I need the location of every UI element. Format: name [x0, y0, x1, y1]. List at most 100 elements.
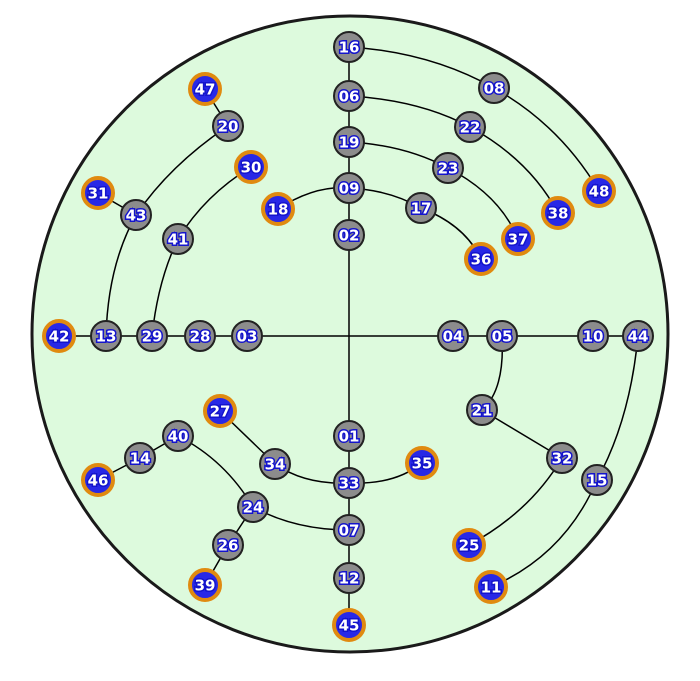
- node-label: 05: [492, 328, 513, 346]
- node-label: 11: [481, 579, 502, 597]
- node-20: 20: [212, 110, 244, 142]
- node-circle: [478, 72, 510, 104]
- node-32: 32: [546, 442, 578, 474]
- node-circle: [332, 608, 366, 642]
- node-circle: [212, 110, 244, 142]
- node-label: 42: [49, 328, 70, 346]
- edge-16-08: [348, 46, 495, 89]
- leaf-node-45: 45: [332, 608, 366, 642]
- node-label: 41: [168, 231, 189, 249]
- node-19: 19: [333, 126, 365, 158]
- node-circle: [333, 172, 365, 204]
- node-circle: [501, 222, 535, 256]
- node-circle: [212, 529, 244, 561]
- node-label: 27: [210, 403, 231, 421]
- leaf-node-42: 42: [42, 319, 76, 353]
- node-circle: [333, 562, 365, 594]
- leaf-node-18: 18: [261, 192, 295, 226]
- leaf-node-25: 25: [452, 528, 486, 562]
- node-03: 03: [231, 320, 263, 352]
- node-circle: [81, 176, 115, 210]
- node-label: 17: [411, 200, 432, 218]
- node-circle: [162, 420, 194, 452]
- node-05: 05: [486, 320, 518, 352]
- node-28: 28: [184, 320, 216, 352]
- node-circle: [120, 199, 152, 231]
- leaf-node-47: 47: [188, 72, 222, 106]
- node-circle: [333, 80, 365, 112]
- node-label: 01: [339, 428, 360, 446]
- node-label: 14: [130, 450, 151, 468]
- leaf-node-39: 39: [188, 568, 222, 602]
- node-circle: [437, 320, 469, 352]
- edge-08-48: [493, 87, 600, 192]
- node-circle: [581, 464, 613, 496]
- node-circle: [464, 242, 498, 276]
- leaf-node-36: 36: [464, 242, 498, 276]
- node-label: 18: [268, 201, 289, 219]
- node-label: 16: [339, 39, 360, 57]
- node-circle: [184, 320, 216, 352]
- node-21: 21: [466, 394, 498, 426]
- node-label: 38: [548, 205, 569, 223]
- node-circle: [546, 442, 578, 474]
- node-circle: [622, 320, 654, 352]
- node-circle: [577, 320, 609, 352]
- node-08: 08: [478, 72, 510, 104]
- node-label: 04: [443, 328, 464, 346]
- node-12: 12: [333, 562, 365, 594]
- node-label: 45: [339, 617, 360, 635]
- leaf-node-31: 31: [81, 176, 115, 210]
- node-44: 44: [622, 320, 654, 352]
- node-circle: [42, 319, 76, 353]
- node-10: 10: [577, 320, 609, 352]
- node-label: 06: [339, 88, 360, 106]
- node-label: 26: [218, 537, 239, 555]
- node-layer: 1608480622381923370917361802472031433041…: [42, 31, 654, 642]
- node-23: 23: [432, 152, 464, 184]
- node-circle: [405, 446, 439, 480]
- node-label: 37: [508, 231, 529, 249]
- node-circle: [162, 223, 194, 255]
- leaf-node-27: 27: [203, 394, 237, 428]
- node-circle: [188, 568, 222, 602]
- node-label: 48: [589, 183, 610, 201]
- leaf-node-30: 30: [234, 150, 268, 184]
- node-label: 10: [583, 328, 604, 346]
- node-circle: [466, 394, 498, 426]
- node-40: 40: [162, 420, 194, 452]
- node-04: 04: [437, 320, 469, 352]
- node-label: 35: [412, 455, 433, 473]
- node-circle: [452, 528, 486, 562]
- node-circle: [259, 448, 291, 480]
- node-label: 19: [339, 134, 360, 152]
- leaf-node-38: 38: [541, 196, 575, 230]
- node-24: 24: [237, 491, 269, 523]
- node-34: 34: [259, 448, 291, 480]
- leaf-node-11: 11: [474, 570, 508, 604]
- node-circle: [231, 320, 263, 352]
- node-label: 47: [195, 81, 216, 99]
- node-circle: [405, 192, 437, 224]
- node-circle: [203, 394, 237, 428]
- node-circle: [333, 420, 365, 452]
- node-label: 34: [265, 456, 286, 474]
- node-09: 09: [333, 172, 365, 204]
- node-label: 24: [243, 499, 264, 517]
- node-circle: [541, 196, 575, 230]
- node-label: 33: [339, 475, 360, 493]
- node-26: 26: [212, 529, 244, 561]
- node-label: 28: [190, 328, 211, 346]
- node-label: 32: [552, 450, 573, 468]
- board-circle: [30, 14, 670, 654]
- node-label: 25: [459, 537, 480, 555]
- node-circle: [136, 320, 168, 352]
- node-label: 02: [339, 227, 360, 245]
- node-circle: [237, 491, 269, 523]
- node-17: 17: [405, 192, 437, 224]
- node-circle: [124, 442, 156, 474]
- node-circle: [81, 463, 115, 497]
- node-circle: [188, 72, 222, 106]
